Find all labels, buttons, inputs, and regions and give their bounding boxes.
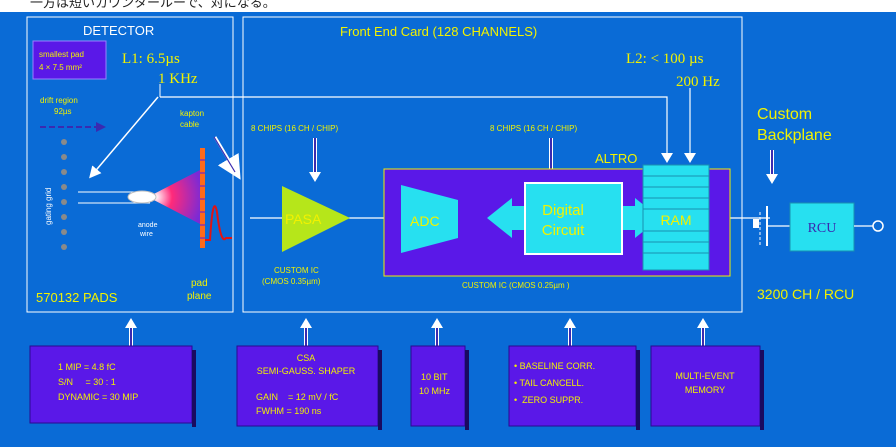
pad-plane-label: pad: [191, 278, 208, 289]
digital-line-3: • ZERO SUPPR.: [514, 395, 583, 405]
chips-right-label: 8 CHIPS (16 CH / CHIP): [490, 124, 577, 133]
digital-label: Digital: [542, 202, 584, 219]
top-caption: 一方は短いカウンタールーで、対になる。: [30, 0, 276, 11]
pasa-label: PASA: [285, 211, 322, 227]
pasa-ic-label: CUSTOM IC: [274, 266, 319, 275]
smallest-pad-size: 4 × 7.5 mm²: [39, 63, 82, 72]
csa-line-1: CSA: [297, 353, 316, 363]
spec-arrow-memory: [697, 318, 709, 346]
spec-arrow-csa: [300, 318, 312, 346]
adc-bits: 10 BIT: [421, 372, 448, 382]
rcu-channels: 3200 CH / RCU: [757, 286, 854, 302]
spec-box-mip-shadow: [192, 350, 196, 427]
pulse-waveform: [205, 205, 232, 241]
spec-arrow-digital: [564, 318, 576, 346]
circuit-label: Circuit: [542, 222, 585, 239]
l2-trigger-arrowhead: [684, 153, 696, 163]
spec-box-csa-shadow: [378, 350, 382, 430]
spec-box-digital: [508, 345, 637, 427]
memory-line-2: MEMORY: [685, 385, 725, 395]
adc-block: [401, 185, 458, 253]
gating-grid-dots: [61, 139, 67, 250]
pads-count: 570132 PADS: [36, 290, 118, 305]
digital-line-2: • TAIL CANCELL.: [514, 378, 584, 388]
spec-box-mip: [29, 345, 193, 424]
altro-ic-label: CUSTOM IC (CMOS 0.25µm ): [462, 281, 570, 290]
backplane-label: Backplane: [757, 127, 832, 144]
chip-arrow-left: [309, 138, 321, 182]
spec-arrow-mip: [125, 318, 137, 346]
l1-trigger-arrowhead: [661, 153, 673, 163]
pad-plane-label-2: plane: [187, 291, 212, 302]
mip-line-1: 1 MIP = 4.8 fC: [58, 362, 116, 372]
detector-title: DETECTOR: [83, 23, 154, 38]
kapton-label-cable: cable: [180, 120, 200, 129]
spec-box-memory-shadow: [760, 350, 764, 430]
drift-region-time: 92µs: [54, 107, 72, 116]
altro-label: ALTRO: [595, 151, 637, 166]
kapton-arrow-inner: [213, 136, 236, 173]
backplane-arrow: [766, 150, 778, 184]
pasa-amplifier: [282, 186, 350, 252]
smallest-pad-box: [32, 40, 107, 80]
ram-label: RAM: [660, 212, 691, 228]
adc-rate: 10 MHz: [419, 386, 451, 396]
rcu-box: [789, 202, 855, 252]
spec-box-adc-shadow: [465, 350, 469, 430]
adc-label: ADC: [410, 213, 440, 229]
csa-line-2: SEMI-GAUSS. SHAPER: [257, 366, 356, 376]
pasa-ic-process: (CMOS 0.35µm): [262, 277, 321, 286]
pad-plane-bar: [200, 148, 205, 248]
drift-region-label: drift region: [40, 96, 78, 105]
csa-line-4: FWHM = 190 ns: [256, 406, 322, 416]
kapton-arrow: [213, 136, 241, 180]
l1-to-grid-arrow: [89, 96, 159, 179]
mip-line-2: S/N = 30 : 1: [58, 377, 116, 387]
wire-label: wire: [139, 231, 153, 238]
anode-wire-icon: [127, 190, 157, 204]
l1-latency: L1: 6.5µs: [122, 51, 180, 67]
pad-plane-ticks: [200, 159, 205, 239]
spec-box-digital-shadow: [636, 350, 640, 430]
spec-arrow-adc: [431, 318, 443, 346]
mip-line-3: DYNAMIC = 30 MIP: [58, 392, 138, 402]
l1-trigger-line: [160, 96, 668, 158]
rcu-output-port: [872, 220, 884, 232]
connector-pin-1: [753, 219, 759, 228]
rcu-label: RCU: [808, 221, 837, 236]
anode-label: anode: [138, 222, 158, 229]
top-caption-strip: 一方は短いカウンタールーで、対になる。: [0, 0, 896, 12]
digital-line-1: • BASELINE CORR.: [514, 361, 595, 371]
drift-arrowhead: [96, 122, 106, 132]
front-end-card-frame: [242, 16, 743, 313]
fec-title: Front End Card (128 CHANNELS): [340, 24, 537, 39]
l2-latency: L2: < 100 µs: [626, 51, 704, 67]
spec-arrows: [125, 318, 709, 346]
spec-box-csa: [236, 345, 379, 427]
charge-cloud: [148, 170, 200, 224]
smallest-pad-label: smallest pad: [39, 50, 84, 59]
digital-circuit-block: [524, 182, 623, 255]
gating-grid-label: gating grid: [44, 188, 53, 225]
spec-box-memory: [650, 345, 761, 427]
ram-rows: [643, 175, 709, 254]
csa-line-3: GAIN = 12 mV / fC: [256, 392, 339, 402]
chips-left-label: 8 CHIPS (16 CH / CHIP): [251, 124, 338, 133]
memory-line-1: MULTI-EVENT: [675, 371, 735, 381]
l2-rate: 200 Hz: [676, 74, 720, 90]
custom-label: Custom: [757, 106, 812, 123]
kapton-label: kapton: [180, 109, 204, 118]
l1-rate: 1 KHz: [158, 71, 198, 87]
